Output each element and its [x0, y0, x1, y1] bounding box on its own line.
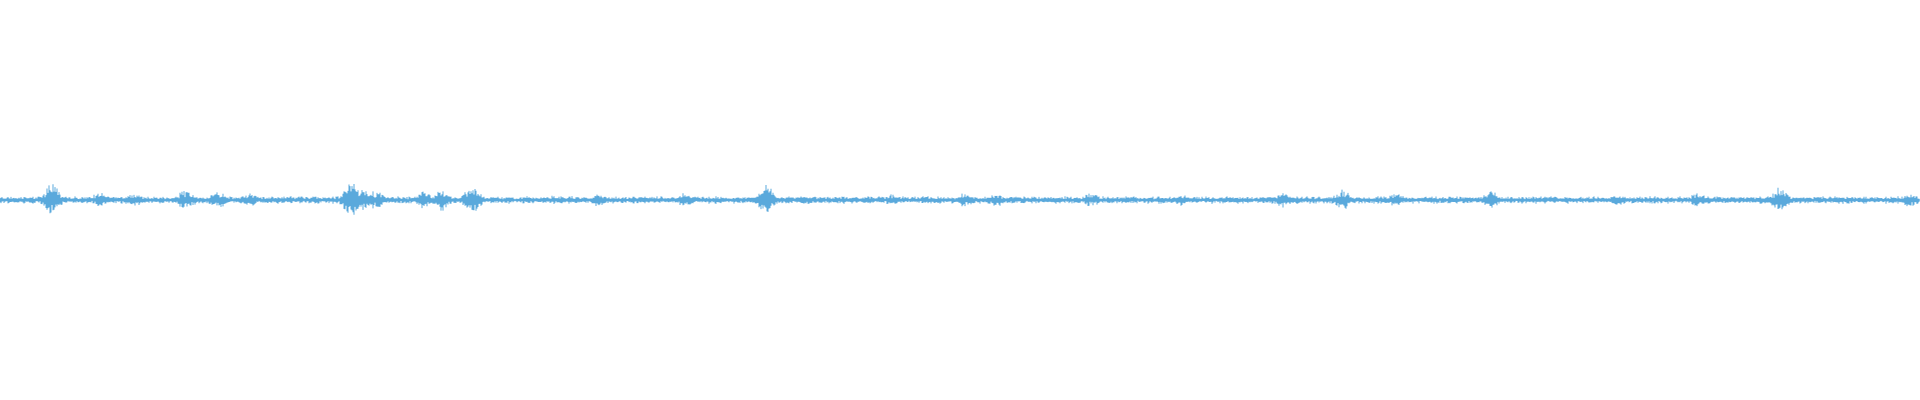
- waveform-trace: [0, 184, 1920, 215]
